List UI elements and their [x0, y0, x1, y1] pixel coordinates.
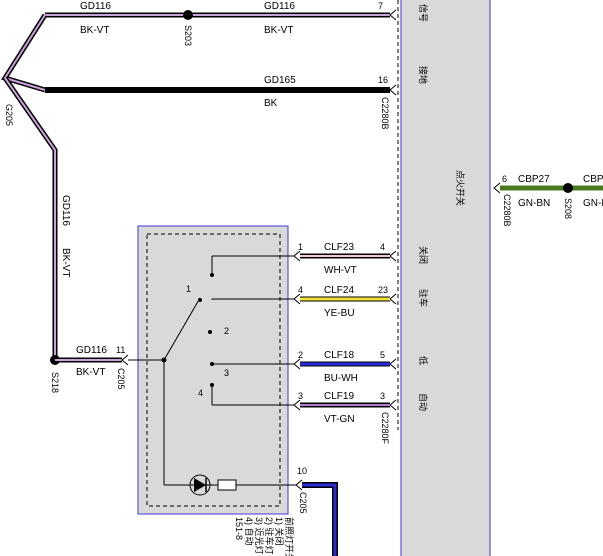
label-c205-left: C205 [116, 368, 126, 390]
module-label-ignition: 点火开关 [455, 170, 466, 206]
label-clf19-color: VT-GN [324, 414, 355, 425]
splice-s203 [183, 10, 193, 20]
label-clf24-color: YE-BU [324, 308, 355, 319]
label-clf18-code: CLF18 [324, 350, 354, 361]
pin-m-5: 5 [380, 350, 385, 360]
label-switch-in-color: BK-VT [76, 367, 105, 378]
module-label-low: 低 [418, 356, 429, 365]
legend-code: 151-8 [234, 517, 244, 540]
pin-c205-10: 10 [297, 466, 307, 476]
label-g205: G205 [4, 104, 14, 126]
label-c2280b-top: C2280B [380, 97, 390, 130]
legend-item-2: 2) 驻车灯 [264, 517, 275, 555]
switch-pos-3: 3 [224, 368, 229, 378]
label-c2280f: C2280F [380, 412, 390, 445]
label-clf23-code: CLF23 [324, 242, 354, 253]
wire-gd116-vertical-stripe [4, 77, 56, 360]
legend-title: 前照灯开关 [284, 517, 295, 556]
label-cbp-partial-code: CBP2 [583, 174, 603, 185]
switch-legend: 前照灯开关 1) 关闭 2) 驻车灯 3) 近光灯 4) 自动 151-8 [234, 517, 295, 556]
label-cbp-partial-color: GN-B [583, 198, 603, 209]
pin-c-1: 1 [298, 242, 303, 252]
label-clf18-color: BU-WH [324, 373, 358, 384]
label-top-left-color: BK-VT [80, 25, 109, 36]
switch-inner-border [146, 233, 281, 507]
label-s218: S218 [50, 372, 60, 393]
label-c2280b-ign: C2280B [502, 194, 512, 227]
label-switch-in-code: GD116 [76, 345, 107, 356]
pin-c205-11: 11 [116, 345, 125, 355]
splice-s208 [563, 183, 573, 193]
module-label-auto: 自动 [418, 393, 429, 411]
legend-item-1: 1) 关闭 [274, 517, 285, 546]
legend-item-3: 3) 近光灯 [254, 517, 265, 555]
label-s203: S203 [183, 25, 193, 46]
label-vertical-color: BK-VT [60, 248, 71, 277]
pin-m-3: 3 [380, 391, 385, 401]
switch-terminals [161, 273, 214, 387]
pin-c-2: 2 [298, 350, 303, 360]
label-clf23-color: WH-VT [324, 265, 357, 276]
pin-c-3: 3 [298, 391, 303, 401]
label-clf24-code: CLF24 [324, 285, 354, 296]
pin-m-23: 23 [378, 285, 388, 295]
label-cbp27-color: GN-BN [518, 198, 550, 209]
resistor-icon [217, 479, 237, 491]
switch-pos-1: 1 [186, 284, 191, 294]
label-ground-color: BK [264, 98, 278, 109]
body-control-module [401, 0, 490, 556]
switch-pos-4: 4 [198, 388, 203, 398]
label-c205-bottom: C205 [298, 492, 308, 514]
label-clf19-code: CLF19 [324, 391, 354, 402]
label-top-right-code: GD116 [264, 1, 295, 12]
pin-ign-6: 6 [502, 174, 507, 184]
label-s208: S208 [563, 198, 573, 219]
pin-m-4: 4 [380, 242, 385, 252]
pin-ground-16: 16 [378, 75, 388, 85]
headlamp-switch [137, 225, 289, 515]
label-cbp27-code: CBP27 [518, 174, 550, 185]
label-top-right-color: BK-VT [264, 25, 293, 36]
module-label-ground: 接地 [418, 66, 429, 84]
label-ground-code: GD165 [264, 75, 296, 86]
pin-c-4: 4 [298, 285, 303, 295]
module-label-signal: 信号 [418, 4, 429, 22]
indicator-led-icon [194, 478, 206, 492]
switch-pos-2: 2 [224, 326, 229, 336]
pin-top-7: 7 [378, 1, 383, 11]
module-label-off: 关闭 [418, 246, 429, 264]
label-top-left-code: GD116 [80, 1, 111, 12]
label-vertical-code: GD116 [60, 195, 71, 226]
legend-item-4: 4) 自动 [244, 517, 255, 546]
module-label-park: 驻车 [418, 289, 429, 307]
